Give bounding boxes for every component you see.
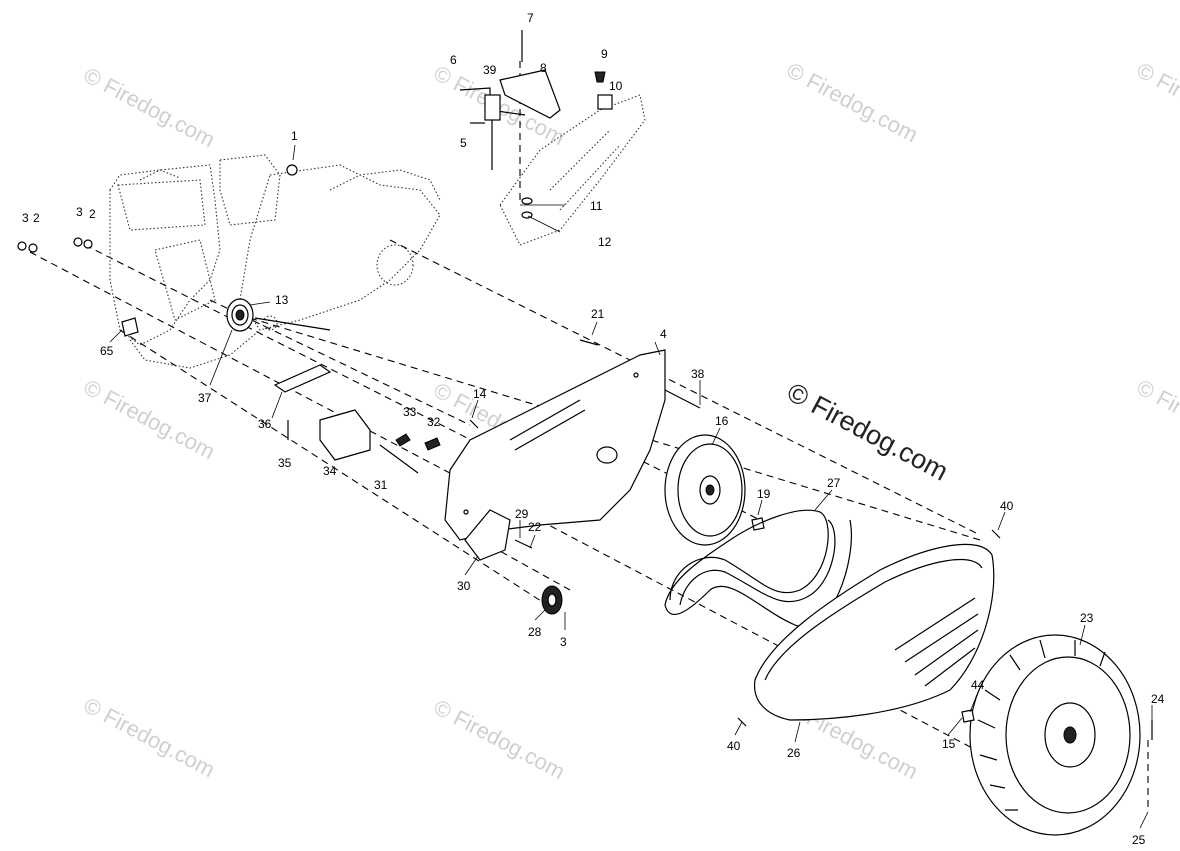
- wheel: [961, 634, 1153, 836]
- watermark: © Firedog.com: [1133, 374, 1180, 464]
- drive-belt: [664, 509, 852, 628]
- engine-pulley: [226, 298, 331, 332]
- callout: 36: [258, 417, 272, 431]
- callout: 6: [450, 53, 457, 67]
- watermark: © Firedog.com: [80, 62, 219, 152]
- callout: 32: [427, 415, 441, 429]
- depth-bar-assembly: [459, 30, 613, 219]
- callout: 34: [323, 464, 337, 478]
- bracket-muffler: [273, 364, 441, 474]
- leader-lines: [109, 144, 1153, 829]
- callout: 40: [727, 739, 741, 753]
- callout: 12: [598, 235, 612, 249]
- callout: 22: [528, 520, 542, 534]
- callout: 5: [460, 136, 467, 150]
- callout: 9: [601, 47, 608, 61]
- callout: 24: [1151, 692, 1165, 706]
- callout: 3: [560, 635, 567, 649]
- callout: 8: [540, 61, 547, 75]
- pulley-small: [541, 585, 563, 615]
- callout: 16: [715, 414, 729, 428]
- callout: 4: [660, 327, 667, 341]
- callout: 40: [1000, 499, 1014, 513]
- main-watermark: © Firedog.com: [782, 377, 953, 487]
- watermark: © Firedog.com: [430, 694, 569, 784]
- callout: 38: [691, 367, 705, 381]
- pulley-large: [664, 434, 765, 546]
- callout: 10: [609, 79, 623, 93]
- watermark: © Firedog.com: [80, 692, 219, 782]
- callout: 44: [971, 678, 985, 692]
- belt-guard: [753, 543, 995, 721]
- watermark: © Firedog.com: [80, 374, 219, 464]
- callout: 14: [473, 387, 487, 401]
- belt-cover-plate: [444, 339, 701, 541]
- callout: 2: [89, 207, 96, 221]
- callout: 19: [757, 487, 771, 501]
- callout: 31: [374, 478, 388, 492]
- callout: 11: [590, 199, 603, 213]
- callout: 65: [100, 344, 114, 358]
- callout: 30: [457, 579, 471, 593]
- engine: [109, 154, 441, 369]
- callout-labels: 1 3 2 3 2 7 6 39 8 9 10 5 11 12 13 65 21…: [22, 11, 1165, 847]
- callout: 13: [275, 293, 289, 307]
- callout: 29: [515, 507, 529, 521]
- callout: 33: [403, 405, 417, 419]
- callout: 7: [527, 11, 534, 25]
- callout: 37: [198, 391, 212, 405]
- callout: 2: [33, 211, 40, 225]
- tine-shield: [499, 94, 646, 246]
- callout: 25: [1132, 833, 1146, 847]
- callout: 15: [942, 737, 956, 751]
- callout: 21: [591, 307, 605, 321]
- callout: 39: [483, 63, 497, 77]
- watermark: © Firedog.com: [1133, 57, 1180, 147]
- callout: 1: [291, 129, 298, 143]
- callout: 27: [827, 476, 841, 490]
- watermark: © Firedog.com: [783, 57, 922, 147]
- callout: 28: [528, 625, 542, 639]
- callout: 26: [787, 746, 801, 760]
- hardware-left: [17, 164, 298, 337]
- callout: 35: [278, 456, 292, 470]
- callout: 3: [22, 211, 29, 225]
- callout: 3: [76, 205, 83, 219]
- callout: 23: [1080, 611, 1094, 625]
